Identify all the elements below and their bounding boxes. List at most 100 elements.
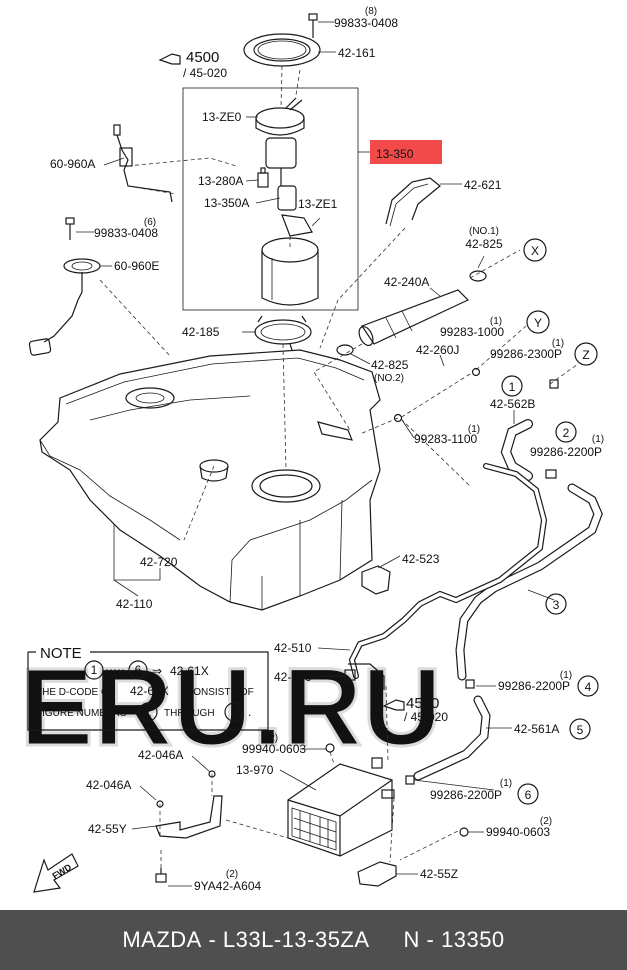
ref-mid-main-label[interactable]: 4500 (406, 695, 439, 712)
clip-2300-part[interactable] (549, 379, 559, 389)
ref-arrow-top (158, 53, 181, 65)
bracket-55y-label[interactable]: 42-55Y (88, 822, 127, 836)
hose-561a-label[interactable]: 42-561A (514, 722, 559, 736)
circle-1a (501, 375, 523, 397)
clamp-no1-label[interactable]: 42-825 (465, 237, 503, 251)
clip-1100-part[interactable] (393, 413, 403, 423)
note-line3-mid: THROUGH (164, 708, 215, 719)
bracket-55z-part[interactable] (357, 861, 397, 887)
note-range-end: 6 (135, 663, 142, 677)
filter-part[interactable] (277, 185, 313, 237)
footer-make: MAZDA (122, 927, 202, 952)
bolt-a604-part[interactable] (155, 868, 167, 883)
insulator-part[interactable] (361, 565, 391, 595)
clip-1100-label[interactable]: 99283-1100 (414, 432, 477, 446)
regulator-label[interactable]: 13-280A (198, 174, 243, 188)
insulator-label[interactable]: 42-523 (402, 552, 440, 566)
canister-label[interactable]: 13-970 (236, 763, 274, 777)
ref-arrow-mid (382, 699, 405, 711)
canister-part[interactable] (287, 757, 395, 857)
parts-diagram: ERU.RU (19, 6, 605, 893)
hose-562b-part[interactable] (500, 419, 533, 481)
clamp-no1-part[interactable] (469, 270, 487, 282)
circle-z (574, 342, 598, 366)
tank-valve-label[interactable]: 42-720 (140, 555, 178, 569)
filler-hose-label[interactable]: 42-240A (384, 275, 429, 289)
hose-562b-label[interactable]: 42-562B (490, 397, 535, 411)
ref-top-main-label[interactable]: 4500 (186, 49, 219, 66)
circle-y-label: Y (534, 316, 542, 330)
clip-2300-label[interactable]: 99286-2300P (490, 347, 562, 361)
bolt-code-label[interactable]: 99833-0408 (334, 16, 398, 30)
note-range-start: 1 (91, 663, 98, 677)
vapor-pipe-part[interactable] (348, 463, 548, 690)
clip-2200-a-label[interactable]: 99286-2200P (530, 445, 602, 459)
pump-group-frame (182, 87, 359, 311)
note-target: 42-61X (170, 664, 209, 678)
vent-pipe-part[interactable] (385, 177, 441, 227)
clamp-no1-qty-label: (NO.1) (469, 226, 499, 237)
clip-1000-label[interactable]: 99283-1000 (440, 325, 504, 339)
pump-assy-label[interactable]: 13-350 (376, 147, 414, 161)
footer-sep: - (201, 927, 223, 952)
note-line3-from: 1 (145, 705, 152, 719)
clip-766-label[interactable]: 42-766 (274, 670, 312, 684)
clip-766-part[interactable] (344, 669, 356, 681)
screw-code-label[interactable]: 99833-0408 (94, 226, 158, 240)
seal-ring-label[interactable]: 42-161 (338, 46, 376, 60)
nut-b-qty-label: (2) (540, 816, 552, 827)
nut-a-label[interactable]: 99940-0603 (242, 742, 306, 756)
clip-2200-b-part[interactable] (465, 679, 475, 689)
clip-1000-part[interactable] (471, 367, 481, 377)
clip-2200-a-part[interactable] (545, 469, 557, 479)
hose-561a-part[interactable] (413, 695, 491, 781)
sender-60-960a-part[interactable] (113, 124, 173, 203)
seal-ring-part[interactable] (243, 33, 321, 67)
leader-lines (76, 21, 555, 887)
hose-3-part[interactable] (455, 483, 603, 681)
clamp-no2-qty-label: (NO.2) (374, 373, 404, 384)
sender-unit-label[interactable]: 60-960E (114, 259, 159, 273)
circle-4-label: 4 (585, 680, 592, 694)
lock-ring-label[interactable]: 42-185 (182, 325, 220, 339)
breather-hose-part[interactable] (402, 372, 471, 418)
circle-2a (555, 421, 577, 443)
vapor-pipe-label[interactable]: 42-510 (274, 641, 312, 655)
breather-hose-label[interactable]: 42-260J (416, 343, 459, 357)
bracket-046a-top-label[interactable]: 42-046A (138, 748, 183, 762)
fuel-tank-part[interactable] (39, 349, 381, 611)
note-title: NOTE (40, 645, 82, 662)
pump-body-part[interactable] (265, 137, 297, 186)
bracket-55z-label[interactable]: 42-55Z (420, 867, 458, 881)
vent-pipe-label[interactable]: 42-621 (464, 178, 502, 192)
note-line2-post: CONSISTS OF (186, 687, 254, 698)
filler-hose-part[interactable] (356, 289, 470, 348)
pump-housing-part[interactable] (261, 237, 319, 306)
note-line2-code: 42-61X (130, 684, 169, 698)
circle-z-label: Z (582, 348, 589, 362)
bolt-a604-label[interactable]: 9YA42-A604 (194, 879, 261, 893)
circle-6-label: 6 (525, 788, 532, 802)
clip-2200-c-label[interactable]: 99286-2200P (430, 788, 502, 802)
pump-top-label[interactable]: 13-ZE0 (202, 110, 242, 124)
pump-flange-part[interactable] (255, 97, 305, 136)
clamp-no2-part[interactable] (336, 344, 354, 356)
regulator-part[interactable] (257, 167, 269, 188)
sender-left-label[interactable]: 60-960A (50, 157, 95, 171)
ref-mid-sub-label: / 45-020 (404, 710, 448, 724)
filter-label[interactable]: 13-350A (204, 196, 249, 210)
nut-b-label[interactable]: 99940-0603 (486, 825, 550, 839)
bracket-046a-low-label[interactable]: 42-046A (86, 778, 131, 792)
sender-unit-60-960e-part[interactable] (28, 217, 101, 356)
filter-clip-label[interactable]: 13-ZE1 (298, 197, 338, 211)
clamp-no2-label[interactable]: 42-825 (371, 358, 409, 372)
tank-label[interactable]: 42-110 (116, 597, 153, 611)
circle-4 (577, 675, 599, 697)
clip-2200-b-label[interactable]: 99286-2200P (498, 679, 570, 693)
circle-x (523, 238, 547, 262)
circle-1a-label: 1 (509, 380, 516, 394)
circle-5-label: 5 (577, 723, 584, 737)
circle-2a-label: 2 (563, 426, 570, 440)
top-bolt-part[interactable] (308, 13, 318, 38)
clip-2200-c-part[interactable] (405, 775, 415, 785)
